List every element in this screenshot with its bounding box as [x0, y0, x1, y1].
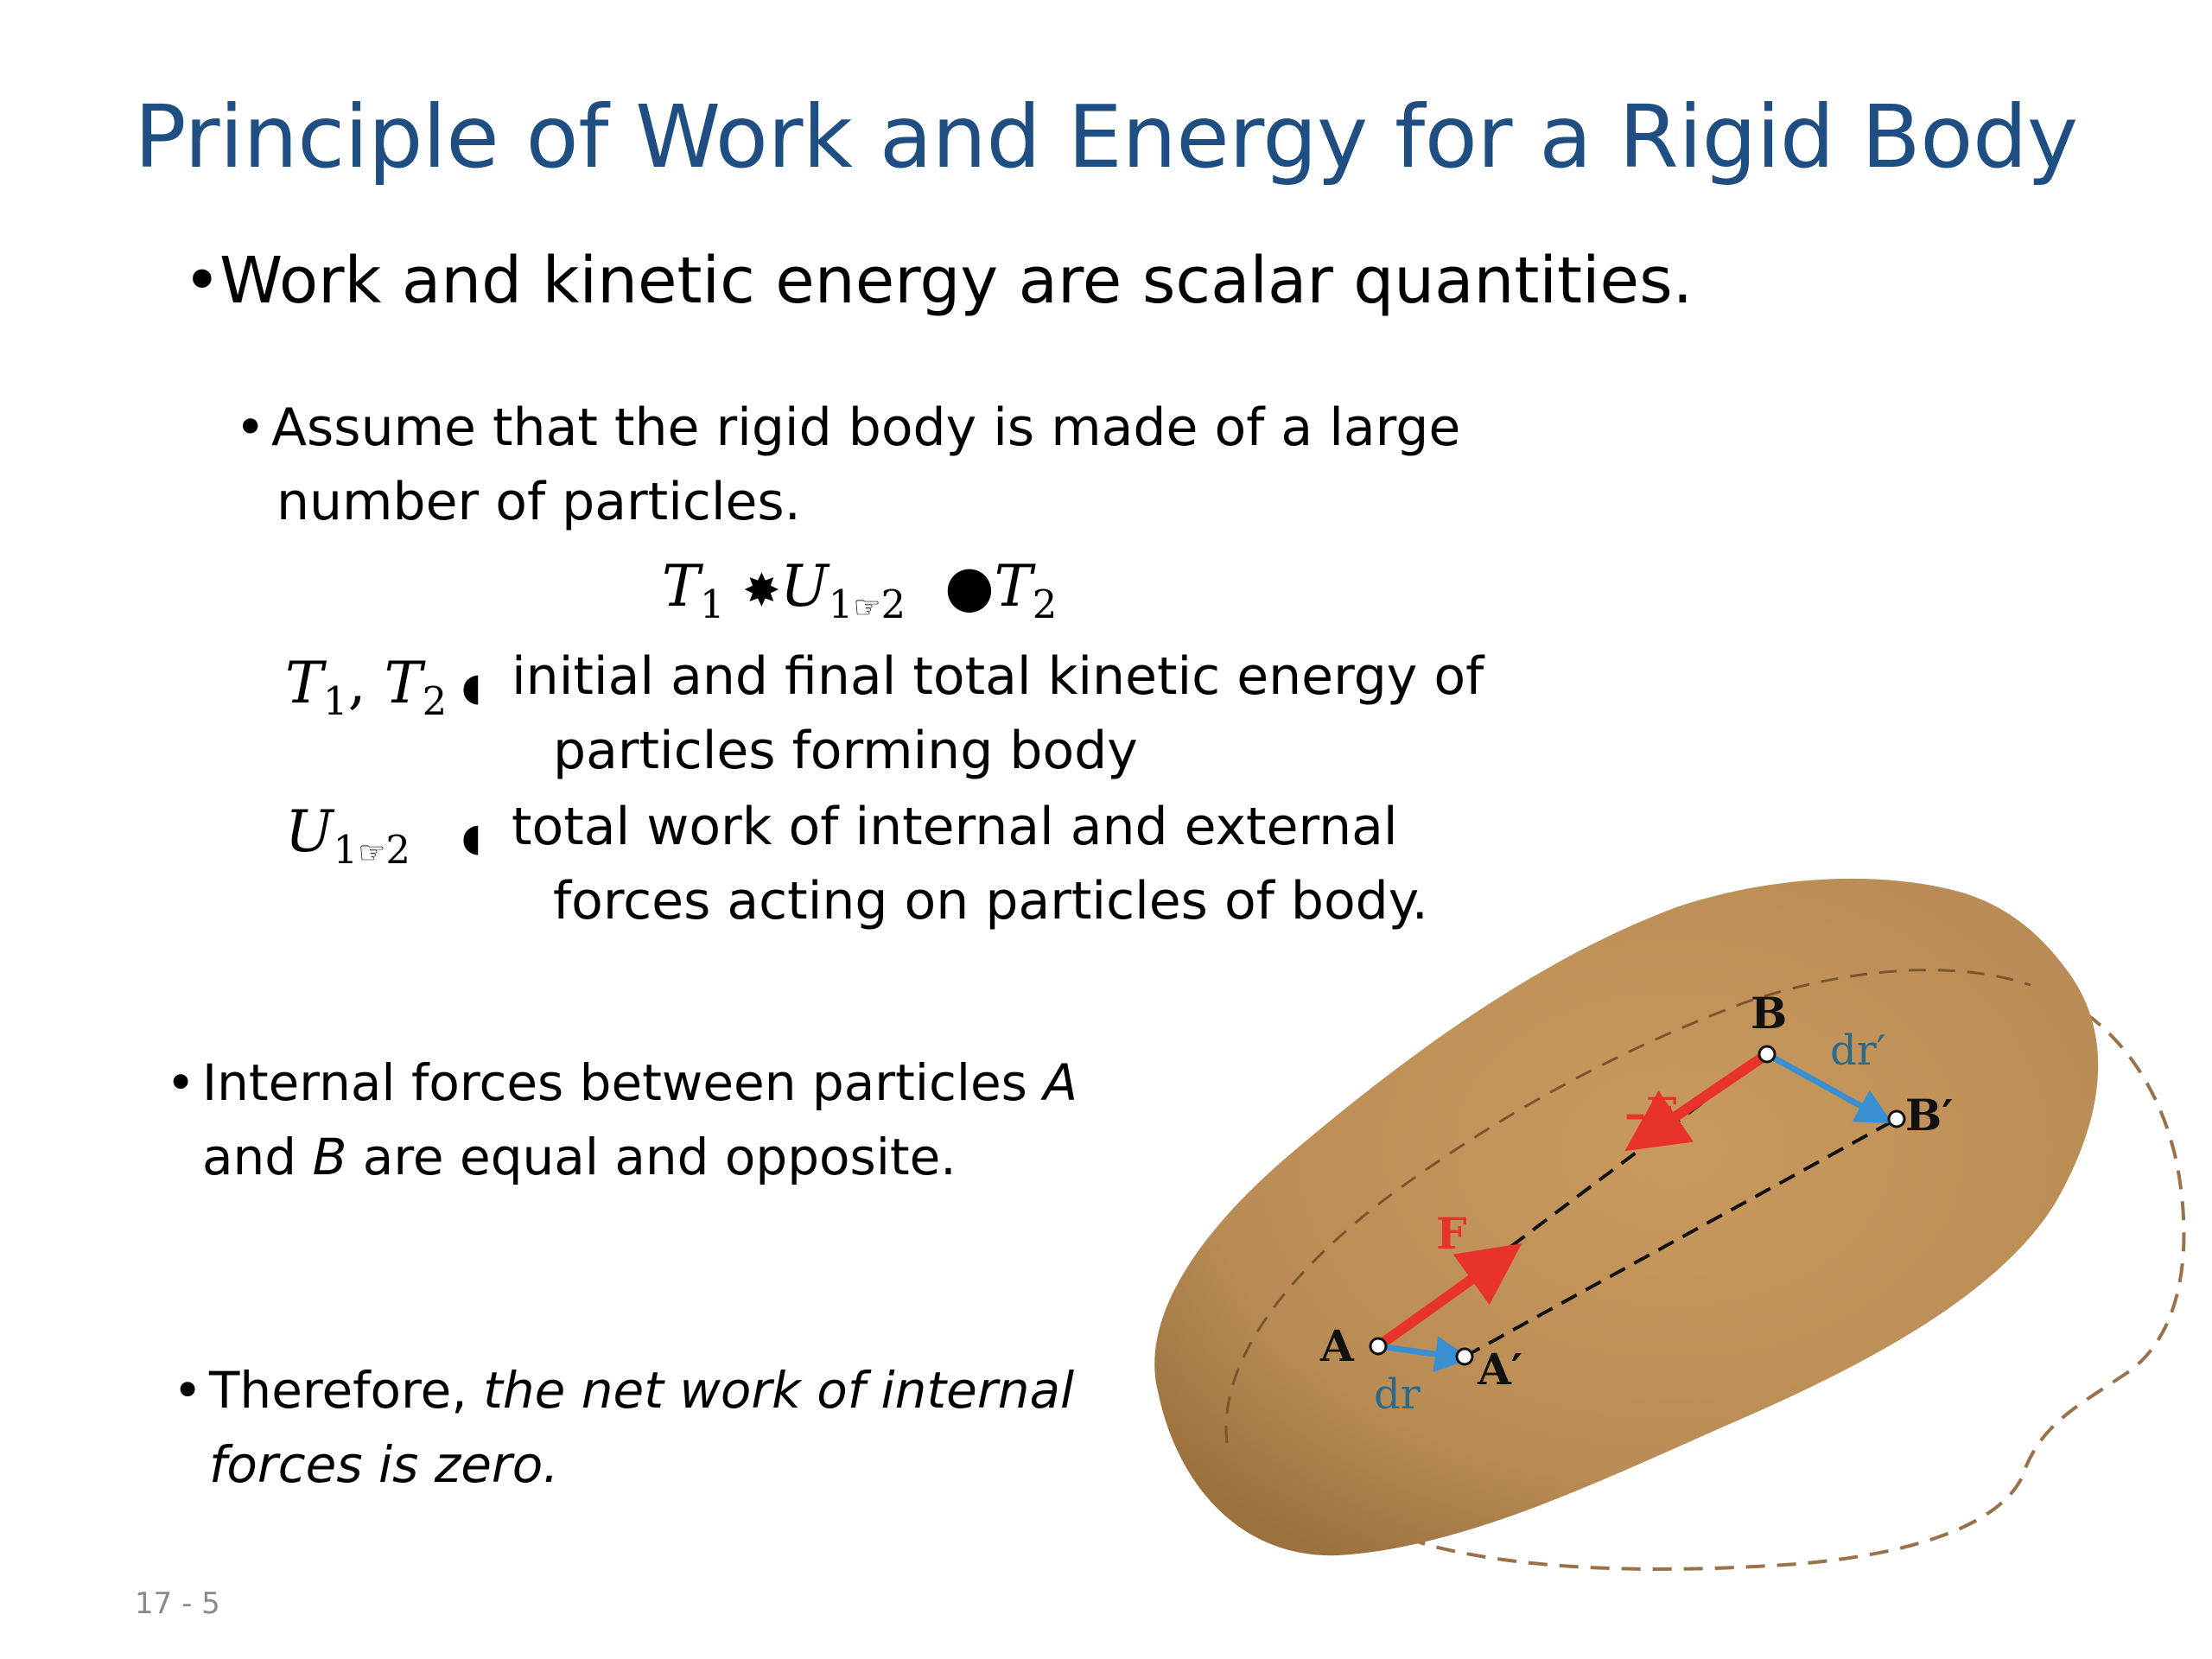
work-energy-equation: T1 ✸U1☞2 ●T2 [662, 553, 1057, 627]
eq-U: U1☞2 [780, 553, 906, 628]
bullet-scalar: •Work and kinetic energy are scalar quan… [183, 244, 1693, 318]
bullet-therefore-pre: Therefore, [209, 1361, 484, 1420]
def-T-desc-line1: initial and final total kinetic energy o… [512, 646, 1484, 707]
particle-Aprime-point [1455, 1347, 1474, 1366]
particle-Bprime-point [1887, 1109, 1906, 1128]
def-T-label: T1, T2 [285, 650, 448, 725]
displacement-dr-prime-arrow [1765, 1051, 1893, 1124]
bullet-therefore-ital2: forces is zero. [209, 1435, 559, 1494]
particle-B-point [1758, 1045, 1777, 1064]
initial-body-outline [1224, 969, 2031, 1444]
slide-number: 17 - 5 [135, 1586, 220, 1621]
bullet-assume-line2: number of particles. [276, 472, 801, 532]
def-T-desc: initial and final total kinetic energy o… [512, 639, 1484, 788]
force-neg-F-arrow [1624, 1050, 1770, 1152]
bullet-therefore: •Therefore, the net work of internal for… [173, 1353, 1074, 1502]
displacement-dr-arrow [1377, 1336, 1471, 1372]
rigid-body-shape [1154, 878, 2099, 1556]
bullet-dot: • [235, 397, 266, 458]
particle-A-point [1369, 1337, 1388, 1356]
def-U-desc-line2: forces acting on particles of body. [553, 871, 1428, 931]
particle-A-ref: A [1043, 1053, 1077, 1112]
force-F-arrow [1375, 1243, 1522, 1351]
bullet-internal: •Internal forces between particles A and… [166, 1046, 1077, 1194]
bullet-internal-line2-pre: and [202, 1128, 313, 1186]
garbled-plus-glyph: ✸ [742, 565, 781, 617]
bullet-dot: • [183, 244, 221, 318]
label-B: B [1751, 988, 1787, 1039]
bullet-scalar-text: Work and kinetic energy are scalar quant… [219, 244, 1694, 318]
bullet-dot: • [166, 1053, 196, 1112]
particle-B-ref: B [312, 1128, 347, 1186]
eq-T2: T2 [994, 553, 1058, 628]
label-B-prime: B′ [1905, 1090, 1953, 1141]
bullet-assume-line1: Assume that the rigid body is made of a … [271, 397, 1461, 458]
garbled-arrow-glyph: ☞ [358, 836, 386, 872]
label-F: F [1436, 1208, 1467, 1259]
bullet-internal-line2-post: are equal and opposite. [346, 1128, 957, 1186]
label-neg-F: –F [1624, 1088, 1677, 1139]
def-U-desc: total work of internal and external forc… [512, 790, 1428, 938]
bullet-internal-text: Internal forces between particles [202, 1053, 1044, 1112]
label-A: A [1319, 1320, 1355, 1371]
slide-title: Principle of Work and Energy for a Rigid… [134, 86, 2078, 188]
bullet-assume: •Assume that the rigid body is made of a… [235, 391, 1460, 539]
eq-T1: T1 [662, 553, 725, 628]
rigid-body-figure: A A′ B B′ F –F dr dr′ [1154, 878, 2186, 1571]
garbled-arrow-glyph: ☞ [853, 590, 881, 626]
garbled-equals-glyph: ● [944, 553, 995, 620]
garbled-equals-glyph: ◖ [461, 816, 482, 860]
label-dr: dr [1374, 1370, 1421, 1419]
def-U-desc-line1: total work of internal and external [512, 797, 1398, 857]
bullet-therefore-ital1: the net work of internal [483, 1361, 1075, 1420]
garbled-equals-glyph: ◖ [461, 665, 482, 709]
bullet-dot: • [173, 1361, 203, 1420]
def-U-label: U1☞2 [285, 798, 410, 874]
label-dr-prime: dr′ [1830, 1027, 1886, 1075]
def-T-desc-line2: particles forming body [553, 721, 1138, 781]
label-A-prime: A′ [1477, 1344, 1522, 1395]
